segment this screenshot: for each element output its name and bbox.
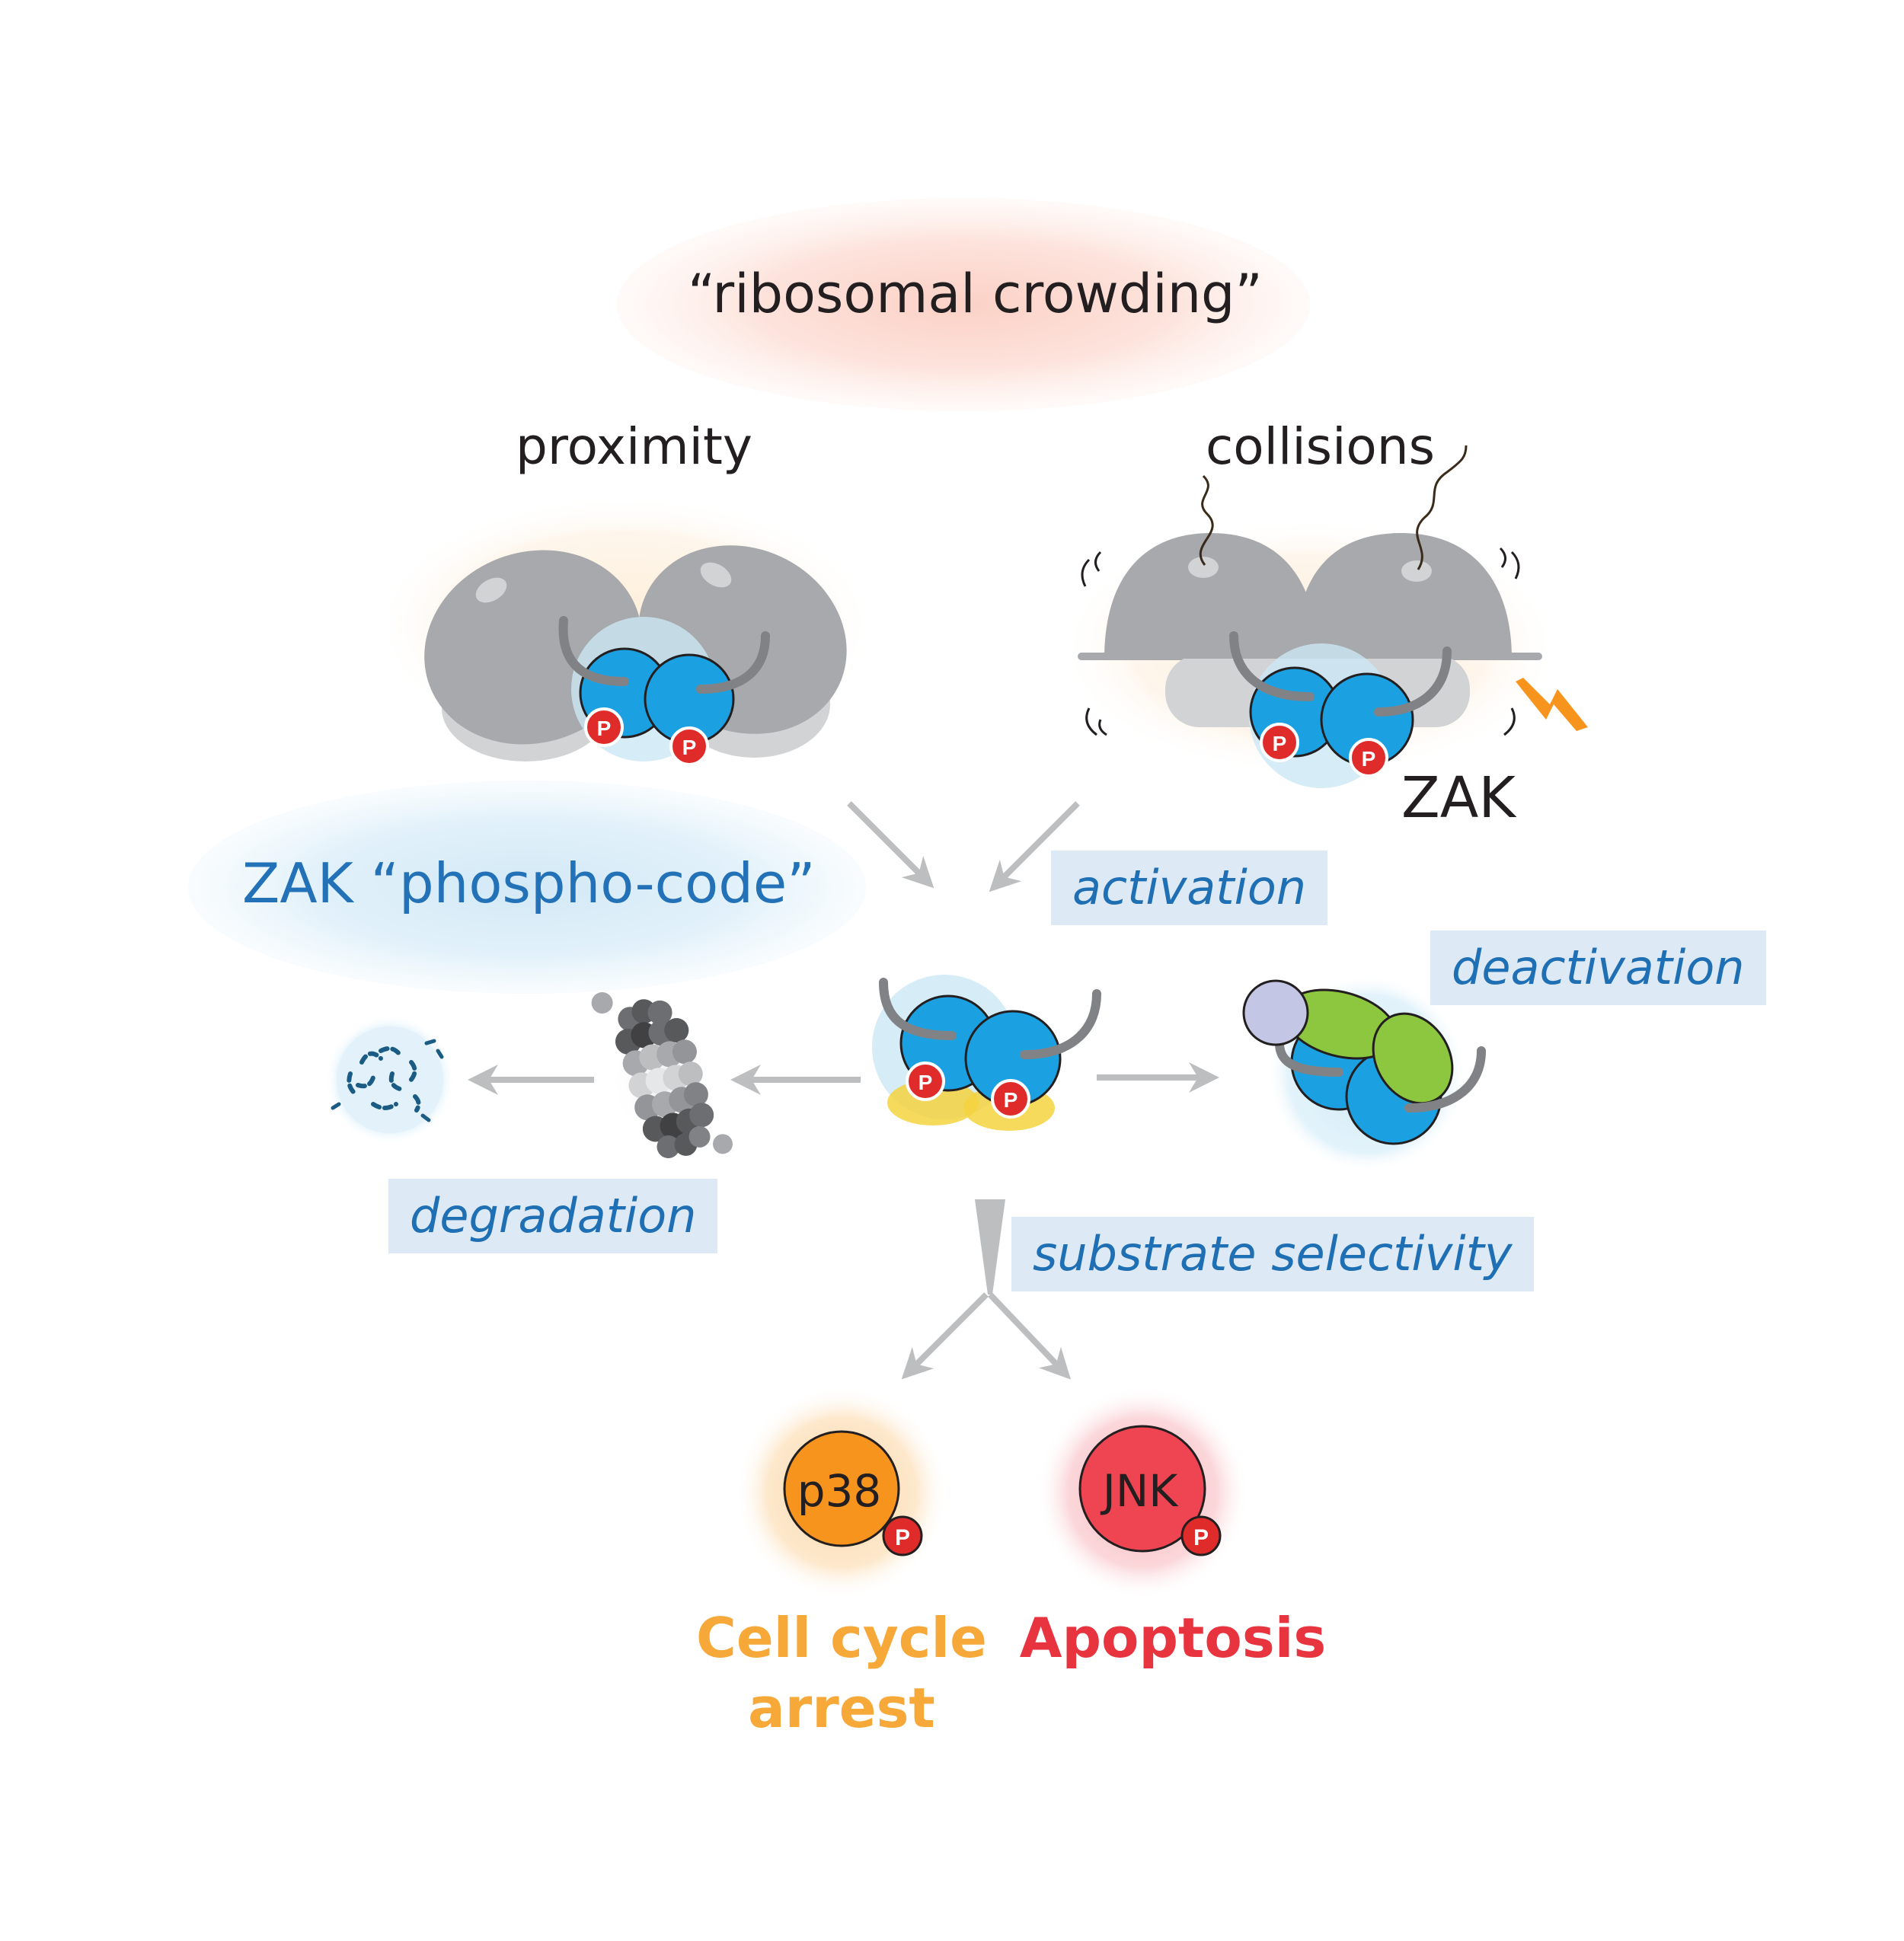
cell-cycle-line: Cell cycle	[696, 1606, 987, 1670]
phospho-marker: P	[1180, 1515, 1222, 1556]
deactivated-zak	[1242, 975, 1486, 1173]
svg-text:p38: p38	[797, 1465, 882, 1517]
svg-text:P: P	[918, 1071, 933, 1094]
phospho-marker: P	[991, 1079, 1030, 1119]
svg-text:P: P	[1193, 1525, 1209, 1550]
svg-text:P: P	[1362, 747, 1376, 771]
arrow-collisions-to-zak	[989, 801, 1080, 892]
p38-kinase: p38	[735, 1386, 948, 1599]
degradation-tag: degradation	[388, 1179, 718, 1253]
svg-text:P: P	[895, 1525, 910, 1550]
split-arrows	[901, 1199, 1072, 1380]
phospho-marker: P	[669, 726, 709, 766]
phospho-marker: P	[906, 1061, 945, 1101]
jnk-kinase: JNK	[1036, 1386, 1249, 1599]
collided-ribosome-pair	[1059, 445, 1561, 788]
svg-text:P: P	[682, 736, 697, 759]
phospho-marker: P	[1260, 723, 1299, 762]
zak-label: ZAK	[1401, 765, 1516, 831]
substrate-selectivity-tag: substrate selectivity	[1011, 1217, 1534, 1291]
svg-text:P: P	[1273, 732, 1287, 755]
deactivation-tag: deactivation	[1430, 931, 1766, 1005]
phospho-code-glow	[188, 781, 866, 994]
cell-cycle-arrest-label: Cell cycle arrest	[655, 1603, 1028, 1743]
proximity-label: proximity	[516, 417, 752, 476]
lightning-bolt-icon	[1516, 678, 1588, 731]
svg-text:P: P	[597, 717, 612, 740]
active-zak-dimer	[872, 975, 1101, 1131]
ribosomal-crowding-title: “ribosomal crowding”	[688, 263, 1263, 325]
apoptosis-label: Apoptosis	[1019, 1606, 1327, 1670]
proximity-ribosome-pair	[373, 495, 876, 761]
svg-text:JNK: JNK	[1101, 1465, 1179, 1517]
collisions-label: collisions	[1206, 417, 1435, 476]
proteasome-icon	[591, 992, 733, 1158]
degraded-protein-icon	[325, 1015, 455, 1144]
phospho-marker: P	[1349, 738, 1388, 777]
phospho-marker: P	[584, 707, 624, 747]
svg-text:P: P	[1004, 1088, 1018, 1112]
phospho-code-label: ZAK “phospho-code”	[242, 851, 816, 915]
arrow-proximity-to-zak	[847, 801, 934, 889]
activation-tag: activation	[1051, 851, 1328, 925]
arrest-line: arrest	[748, 1676, 935, 1740]
ribosomal-crowding-glow	[617, 198, 1310, 411]
phospho-marker: P	[882, 1515, 923, 1556]
